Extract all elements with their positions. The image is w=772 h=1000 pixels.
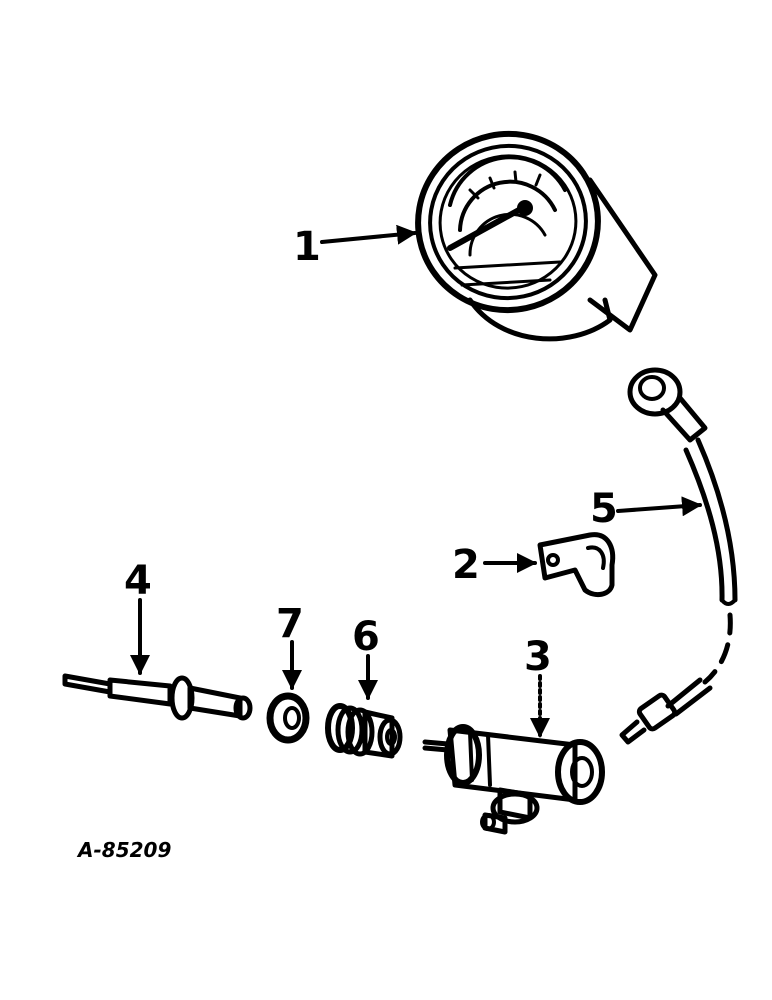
callout-5: 5 — [590, 486, 618, 532]
drive-shaft-icon — [62, 673, 253, 721]
fitting-icon — [325, 703, 403, 759]
clamp-icon — [537, 532, 616, 598]
callout-1: 1 — [293, 224, 321, 270]
adapter-icon — [422, 724, 605, 835]
washer-icon — [266, 692, 310, 744]
callout-2: 2 — [452, 542, 480, 588]
cable-icon — [619, 367, 738, 745]
callout-6: 6 — [352, 614, 380, 660]
gauge-icon — [415, 130, 658, 342]
callout-3: 3 — [524, 634, 552, 680]
callout-7: 7 — [276, 601, 304, 647]
callout-4: 4 — [124, 558, 152, 604]
figure-id: A-85209 — [76, 838, 171, 862]
